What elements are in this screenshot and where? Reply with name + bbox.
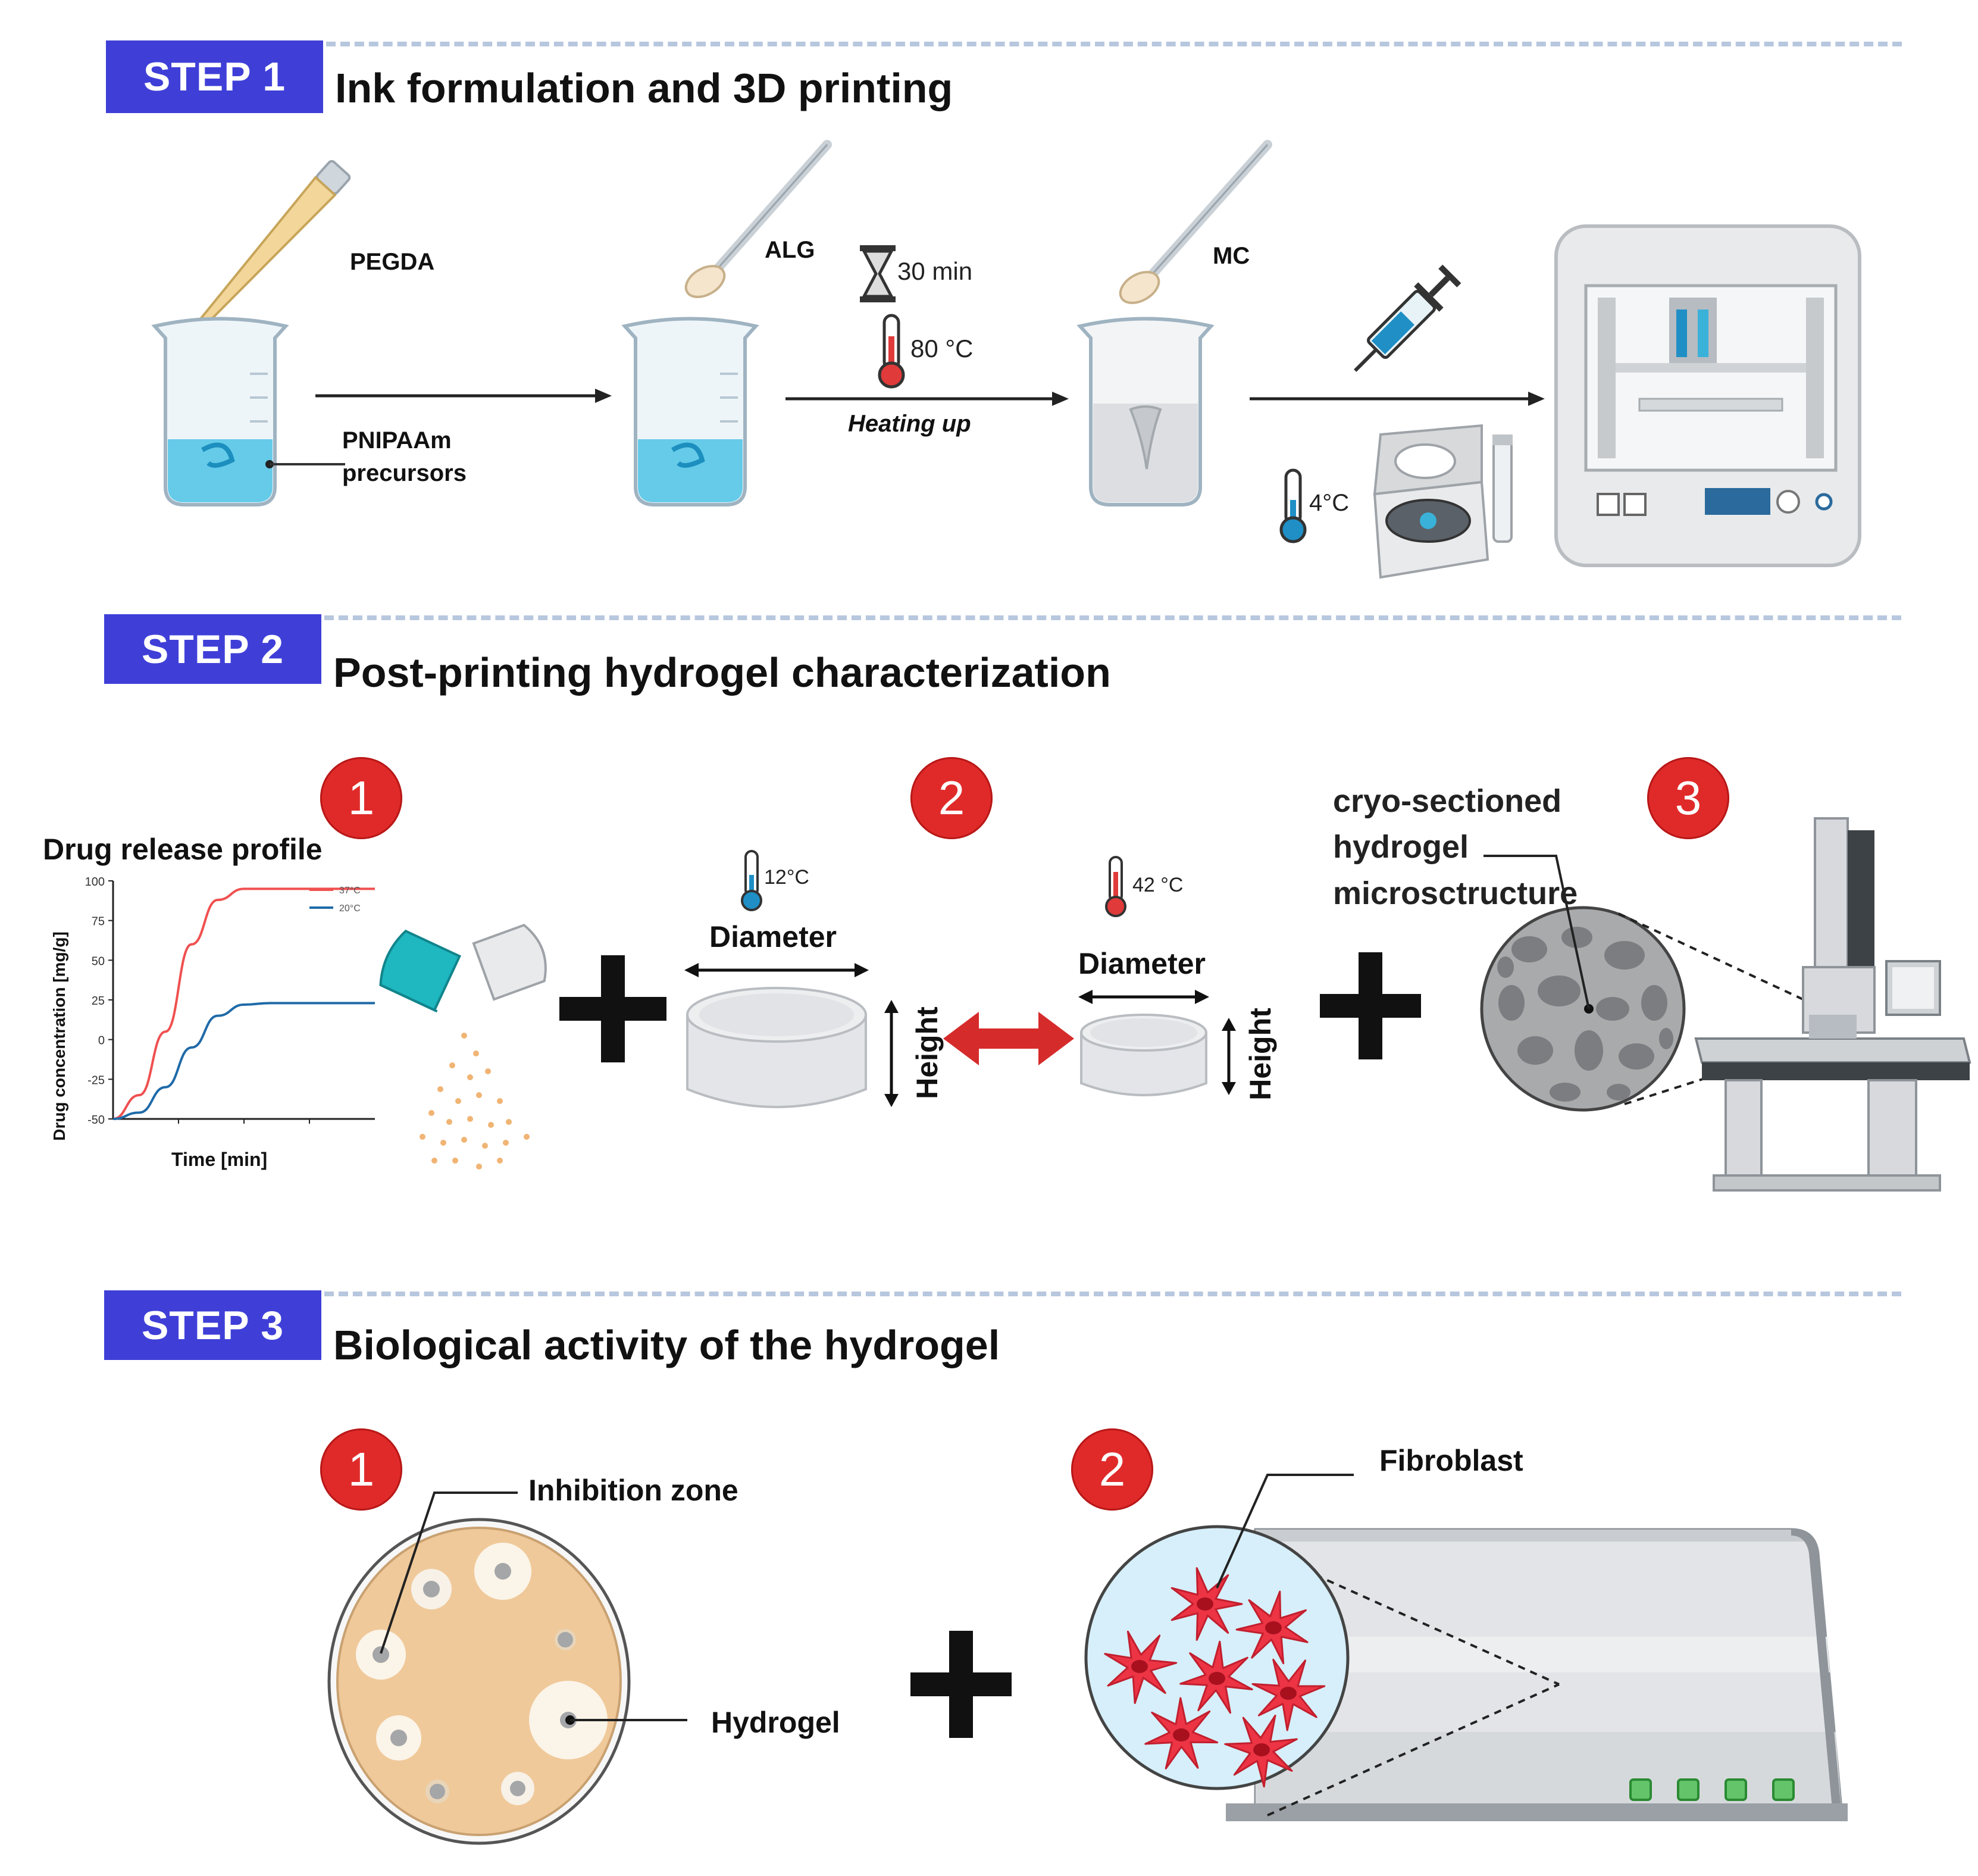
cell-nucleus [1253, 1743, 1270, 1756]
cryo-label-1: cryo-sectioned [1333, 783, 1562, 819]
step3-number-1: 1 [320, 1428, 402, 1511]
step3-number-2: 2 [1071, 1428, 1153, 1511]
step2-number-1: 1 [320, 757, 402, 839]
hourglass-icon [860, 245, 896, 302]
step2-badge: STEP 2 [104, 614, 321, 684]
diameter-label-small: Diameter [1078, 947, 1206, 980]
double-arrow-vertical [884, 1000, 899, 1107]
pointer-line [265, 460, 345, 468]
incubator-icon [1226, 1528, 1848, 1821]
cell-nucleus [1173, 1728, 1190, 1741]
red-double-arrow [943, 1012, 1074, 1065]
step3-divider [324, 1292, 1901, 1296]
chart-x-label: Time [min] [171, 1149, 268, 1170]
drug-release-chart: 100 75 50 25 0 -25 -50 37°C 20°C [85, 876, 375, 1127]
pegda-label: PEGDA [350, 249, 435, 275]
thermometer-hot-icon [1105, 856, 1126, 917]
temp-12-label: 12°C [764, 866, 809, 889]
beaker-icon [621, 317, 759, 506]
cell-nucleus [1209, 1672, 1225, 1685]
3d-printer-icon [1554, 224, 1861, 567]
fibroblast-label: Fibroblast [1379, 1444, 1523, 1477]
plus-icon [910, 1631, 1012, 1738]
chart-y-tick-label: -50 [87, 1114, 105, 1127]
step3-title: Biological activity of the hydrogel [333, 1322, 1000, 1368]
chart-y-tick-label: 75 [92, 915, 105, 928]
plus-icon [559, 955, 666, 1062]
inhibition-zone-label: Inhibition zone [528, 1474, 738, 1507]
double-arrow-vertical [1222, 1018, 1236, 1095]
cell-nucleus [1265, 1621, 1282, 1634]
thermometer-cold-icon [741, 850, 762, 911]
plus-icon [1320, 952, 1421, 1059]
fibroblast-circle [1084, 1525, 1350, 1790]
beaker-icon [1076, 317, 1215, 506]
chart-y-tick-label: -25 [87, 1074, 105, 1087]
arrow-right-icon [1250, 392, 1545, 406]
alg-label: ALG [765, 237, 815, 263]
cell-nucleus [1131, 1660, 1148, 1673]
capsule-icon [379, 924, 547, 1170]
electron-microscope-icon [1694, 817, 1971, 1192]
precursors-label: precursors [342, 460, 467, 486]
height-label-small: Height [1244, 1008, 1277, 1100]
temp-42-label: 42 °C [1132, 874, 1184, 896]
arrow-right-icon [315, 389, 612, 403]
step2-divider [324, 615, 1901, 620]
cryo-label-2: hydrogel [1333, 829, 1469, 865]
chart-series-line-1 [112, 1002, 375, 1120]
temp-4-label: 4°C [1309, 490, 1350, 516]
chart-legend-label: 37°C [339, 886, 361, 896]
hydrogel-cylinder-small [1080, 1014, 1207, 1096]
temp-80-label: 80 °C [910, 334, 974, 362]
heating-label: Heating up [848, 411, 971, 437]
step3-badge: STEP 3 [104, 1290, 321, 1360]
cell-nucleus [1280, 1687, 1297, 1700]
double-arrow-horizontal [1078, 990, 1209, 1004]
height-label-large: Height [910, 1006, 944, 1099]
step2-number-2: 2 [910, 757, 993, 839]
diameter-label-large: Diameter [709, 920, 837, 953]
chart-y-tick-label: 0 [98, 1034, 105, 1048]
pnipaam-label: PNIPAAm [342, 427, 452, 454]
step1-title: Ink formulation and 3D printing [335, 65, 953, 111]
microstructure-circle [1480, 906, 1686, 1112]
mc-label: MC [1213, 243, 1250, 269]
double-arrow-horizontal [684, 963, 869, 977]
time-label: 30 min [897, 257, 973, 285]
thermometer-cold-icon [1279, 468, 1307, 543]
thermometer-hot-icon [878, 314, 905, 389]
centrifuge-icon [1373, 424, 1513, 579]
step2-number-3: 3 [1647, 757, 1729, 839]
chart-title: Drug release profile [43, 833, 323, 866]
spatula-icon [684, 140, 832, 298]
arrow-right-icon [785, 392, 1069, 406]
beaker-icon [151, 317, 289, 506]
step1-badge: STEP 1 [106, 40, 323, 113]
hydrogel-cylinder-large [686, 987, 867, 1108]
petri-dish-icon [327, 1518, 631, 1845]
chart-y-label: Drug concentration [mg/g] [50, 931, 68, 1141]
syringe-icon [1354, 264, 1461, 372]
chart-legend-label: 20°C [339, 903, 361, 914]
chart-y-tick-label: 25 [92, 995, 105, 1008]
step2-title: Post-printing hydrogel characterization [333, 649, 1111, 696]
spatula-icon [1119, 140, 1272, 304]
hydrogel-label: Hydrogel [711, 1706, 840, 1739]
cell-nucleus [1197, 1597, 1213, 1611]
step1-divider [326, 42, 1902, 46]
chart-y-tick-label: 100 [85, 876, 105, 889]
chart-y-tick-label: 50 [92, 955, 105, 968]
